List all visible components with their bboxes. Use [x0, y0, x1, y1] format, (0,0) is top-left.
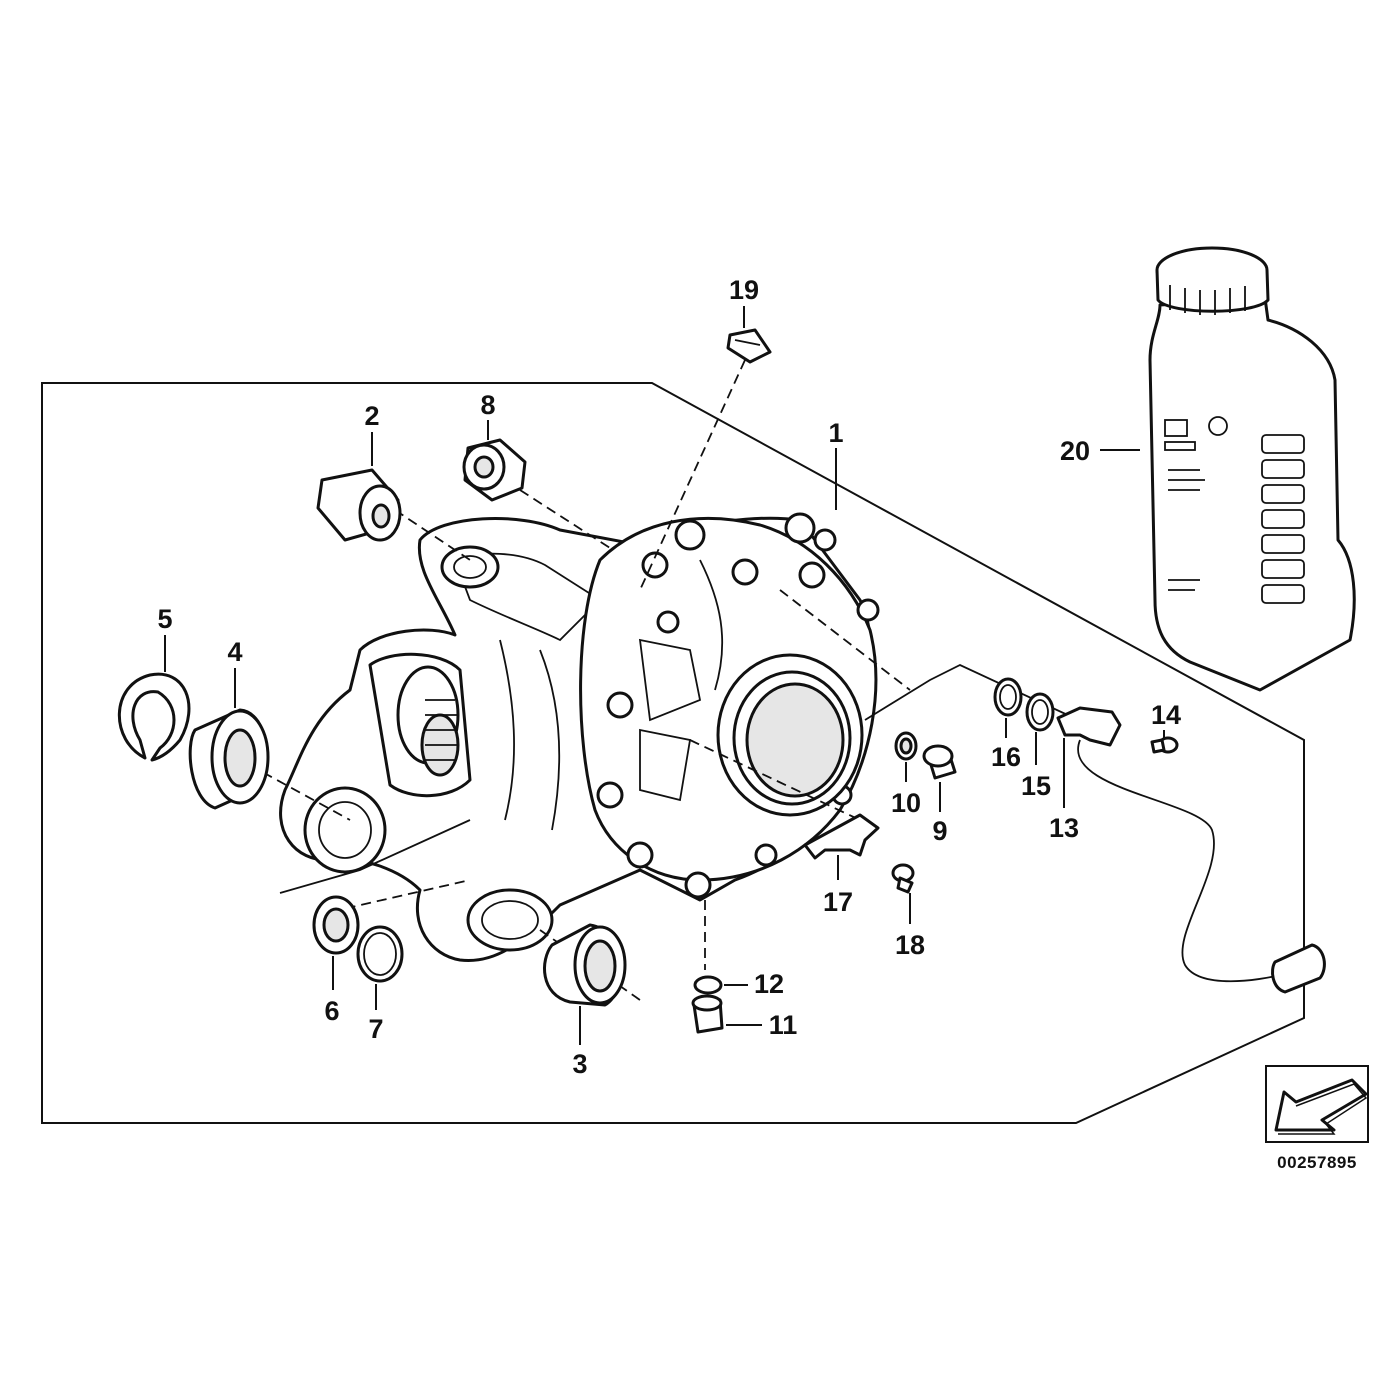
- callout-16: 16: [991, 742, 1021, 772]
- callout-3: 3: [572, 1049, 587, 1079]
- assembly-frame: [41, 382, 1305, 1124]
- clip-19: [726, 328, 772, 364]
- callout-6: 6: [324, 996, 339, 1026]
- callout-11: 11: [769, 1010, 798, 1040]
- o-ring-15: [1025, 692, 1055, 732]
- callout-10: 10: [891, 788, 921, 818]
- callout-17: 17: [823, 887, 853, 917]
- screw-18: [891, 863, 915, 894]
- callout-7: 7: [368, 1014, 383, 1044]
- arrow-shadow: [1278, 1083, 1368, 1135]
- orientation-box: [1265, 1065, 1369, 1143]
- speed-sensor-13: [1056, 706, 1326, 994]
- leader-lines: [164, 306, 1165, 1045]
- bearing-4: [188, 708, 270, 810]
- bushing-2: [316, 468, 402, 542]
- callout-9: 9: [932, 816, 947, 846]
- callout-4: 4: [227, 637, 242, 667]
- callout-8: 8: [480, 390, 495, 420]
- callout-12: 12: [754, 969, 784, 999]
- callout-1: 1: [828, 418, 843, 448]
- needle-bearing-3: [543, 923, 627, 1007]
- bracket-17: [803, 813, 880, 860]
- arrow-shape: [1274, 1078, 1368, 1132]
- oil-bottle-icon: [1148, 246, 1356, 692]
- callout-20: 20: [1060, 436, 1090, 466]
- callout-19: 19: [729, 275, 759, 305]
- final-drive-housing: [279, 512, 880, 963]
- circlip-5: [117, 672, 191, 762]
- callout-14: 14: [1151, 700, 1181, 730]
- callout-labels: 1 2 3 4 5 6 7 8 9 10 11 12 13 14 15 16 1…: [157, 275, 1181, 1079]
- washer-12: [693, 975, 723, 995]
- rubber-mount-8: [462, 438, 527, 502]
- seal-10: [894, 731, 918, 761]
- screw-14: [1150, 736, 1179, 754]
- callout-18: 18: [895, 930, 925, 960]
- document-number: 00257895: [1277, 1153, 1357, 1172]
- callout-2: 2: [364, 401, 379, 431]
- callout-15: 15: [1021, 771, 1051, 801]
- screw-plug-9: [922, 744, 957, 780]
- callout-5: 5: [157, 604, 172, 634]
- o-ring-7: [356, 925, 404, 983]
- callout-13: 13: [1049, 813, 1079, 843]
- plug-11: [691, 994, 724, 1034]
- seal-ring-6: [312, 895, 360, 955]
- o-ring-16: [993, 677, 1023, 717]
